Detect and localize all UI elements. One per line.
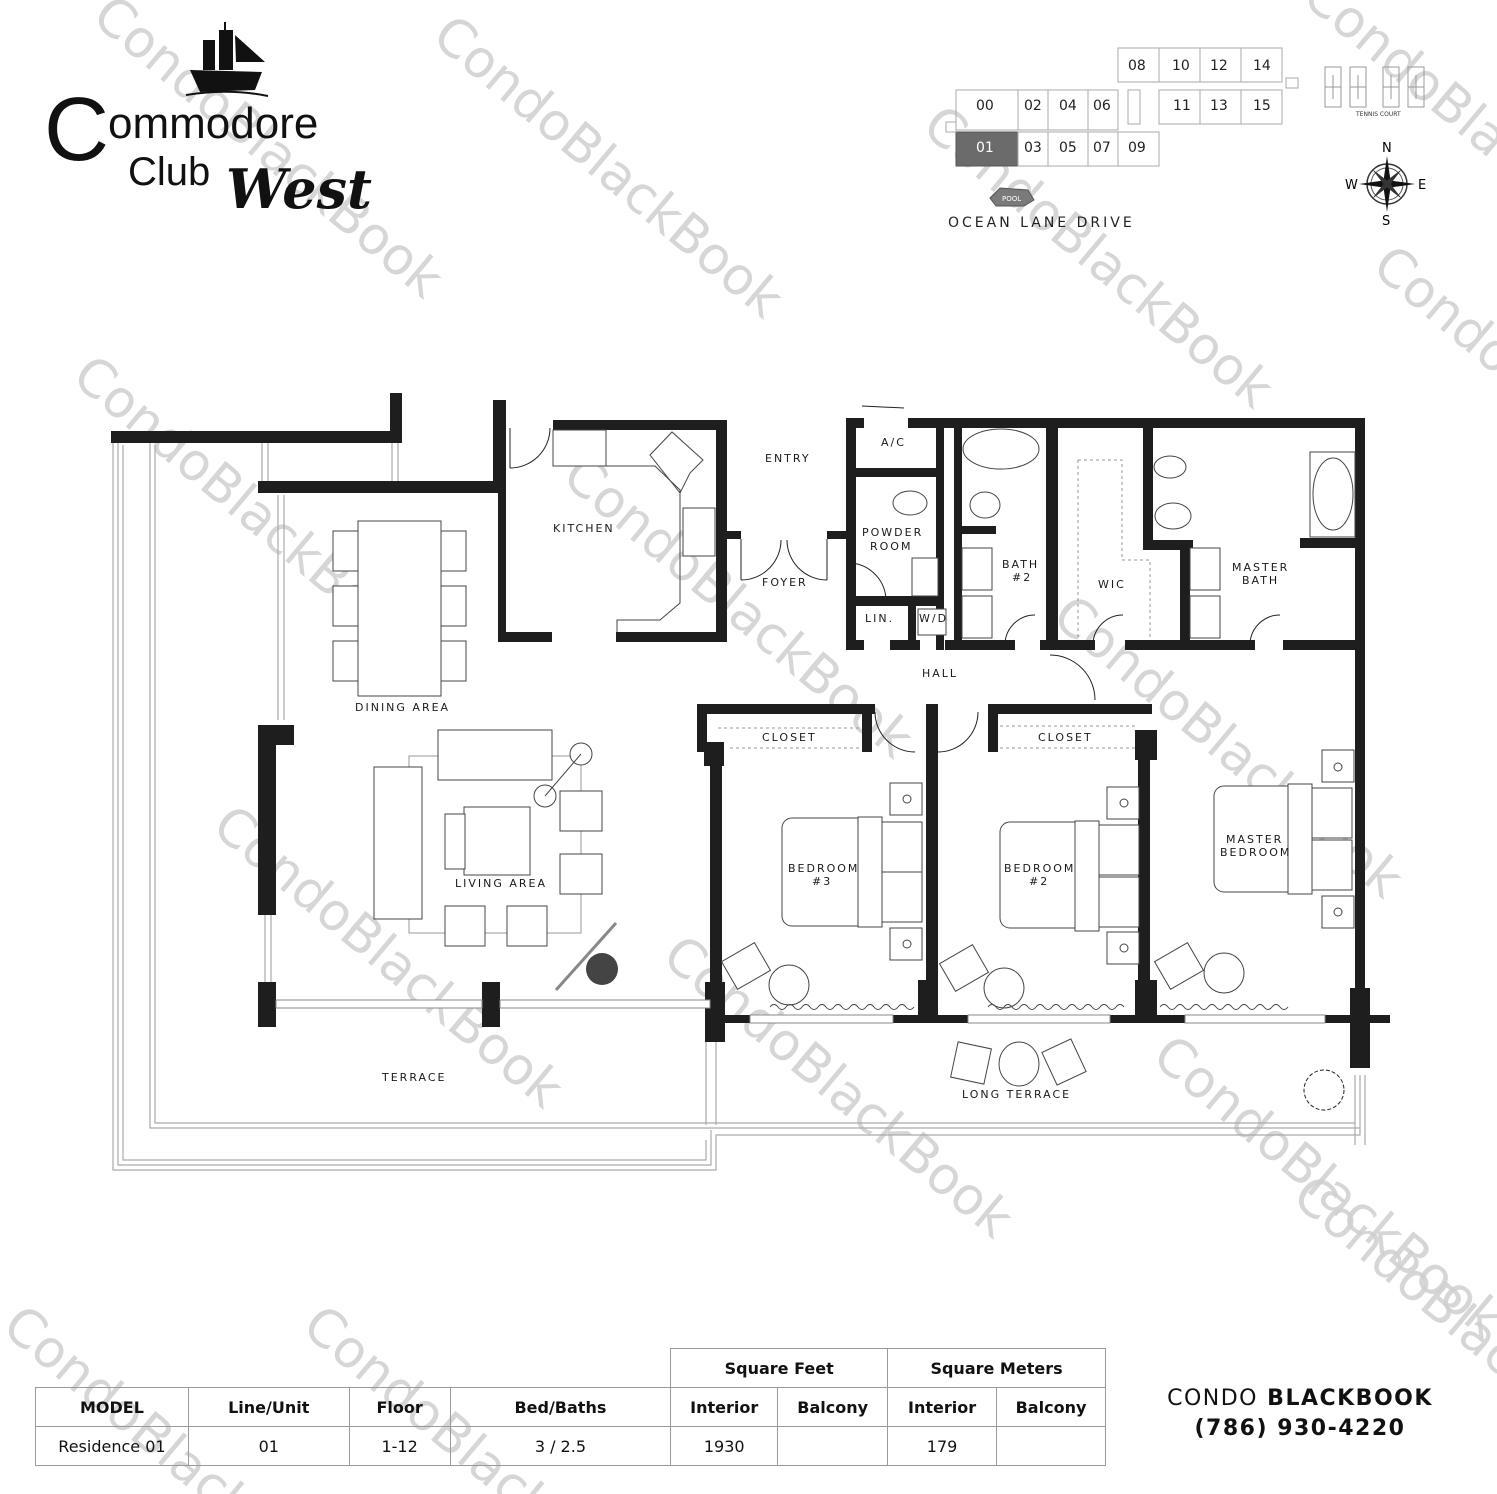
label-wd: W/D (919, 612, 948, 625)
ship-icon (185, 22, 269, 97)
cell-model: Residence 01 (35, 1426, 189, 1466)
header-sqft-interior: Interior (670, 1387, 779, 1427)
label-long-terrace: LONG TERRACE (962, 1088, 1071, 1101)
group-header-sqm: Square Meters (887, 1348, 1106, 1388)
doors (509, 405, 1281, 753)
header-sqm-balcony: Balcony (996, 1387, 1106, 1427)
cell-floor: 1-12 (348, 1426, 451, 1466)
svg-text:CondoBlackBook: CondoBlackBook (1362, 234, 1497, 560)
brand-name: CONDO BLACKBOOK (1120, 1384, 1480, 1414)
header-floor: Floor (348, 1387, 451, 1427)
label-powder-2: ROOM (870, 540, 912, 553)
label-closet-b: CLOSET (1038, 731, 1093, 744)
label-entry: ENTRY (765, 452, 811, 465)
svg-text:02: 02 (1024, 98, 1042, 114)
label-terrace: TERRACE (381, 1071, 446, 1084)
svg-text:N: N (1382, 141, 1392, 156)
label-wic: WIC (1098, 578, 1126, 591)
furniture (332, 428, 1356, 1111)
selected-unit-label: 01 (976, 140, 994, 156)
header-sqft-balcony: Balcony (777, 1387, 889, 1427)
label-lin: LIN. (865, 612, 894, 625)
svg-text:15: 15 (1253, 98, 1271, 114)
tennis-courts-icon (1324, 66, 1425, 108)
svg-text:03: 03 (1024, 140, 1042, 156)
cell-sqm-balcony (996, 1426, 1106, 1466)
header-line-unit: Line/Unit (187, 1387, 350, 1427)
terrace-railings (112, 440, 1366, 1171)
walls (111, 393, 1390, 1068)
svg-text:10: 10 (1172, 58, 1190, 74)
label-bedroom2-1: BEDROOM (1004, 862, 1075, 875)
logo-line2: Club (128, 150, 210, 194)
cell-sqft-interior: 1930 (670, 1426, 779, 1466)
dining-table (357, 520, 442, 697)
label-bedroom2-2: #2 (1029, 875, 1049, 888)
label-hall: HALL (922, 667, 958, 680)
table-row: Residence 01 01 1-12 3 / 2.5 1930 179 (35, 1426, 1106, 1466)
svg-text:E: E (1418, 178, 1426, 193)
windows (275, 999, 1326, 1024)
brand-phone[interactable]: (786) 930-4220 (1194, 1416, 1406, 1441)
cell-sqft-balcony (777, 1426, 889, 1466)
label-ac: A/C (881, 436, 906, 449)
svg-text:04: 04 (1059, 98, 1077, 114)
label-powder-1: POWDER (862, 526, 923, 539)
label-bath2-2: #2 (1012, 571, 1032, 584)
street-label: OCEAN LANE DRIVE (948, 215, 1135, 231)
label-mbath-2: BATH (1242, 574, 1279, 587)
logo-big-c: C (44, 80, 109, 180)
svg-text:11: 11 (1173, 98, 1191, 114)
svg-text:CondoBlackBook: CondoBlackBook (422, 4, 795, 330)
cell-sqm-interior: 179 (887, 1426, 997, 1466)
pool-label: POOL (1002, 195, 1021, 203)
logo-script: West (226, 157, 372, 221)
key-plan (945, 47, 1299, 207)
label-mbed-1: MASTER (1226, 833, 1283, 846)
group-header-sqft: Square Feet (670, 1348, 889, 1388)
label-mbed-2: BEDROOM (1220, 846, 1291, 859)
label-bedroom3-2: #3 (812, 875, 832, 888)
logo: C ommodore Club West (44, 22, 372, 221)
label-kitchen: KITCHEN (553, 522, 615, 535)
cell-bedbath: 3 / 2.5 (449, 1426, 672, 1466)
logo-line1: ommodore (108, 99, 318, 148)
label-bedroom3-1: BEDROOM (788, 862, 859, 875)
label-closet-a: CLOSET (762, 731, 817, 744)
svg-text:W: W (1345, 178, 1358, 193)
label-living: LIVING AREA (455, 877, 547, 890)
svg-text:07: 07 (1093, 140, 1111, 156)
svg-text:08: 08 (1128, 58, 1146, 74)
label-bath2-1: BATH (1002, 558, 1039, 571)
svg-text:05: 05 (1059, 140, 1077, 156)
header-bed-baths: Bed/Baths (449, 1387, 672, 1427)
brand-name-a: CONDO (1167, 1386, 1258, 1411)
label-foyer: FOYER (762, 576, 808, 589)
svg-text:14: 14 (1253, 58, 1271, 74)
svg-text:13: 13 (1210, 98, 1228, 114)
room-labels: ENTRY KITCHEN A/C POWDER ROOM FOYER LIN.… (355, 436, 1291, 1101)
svg-text:06: 06 (1093, 98, 1111, 114)
brand-block: CONDO BLACKBOOK (786) 930-4220 (1120, 1384, 1480, 1444)
svg-text:12: 12 (1210, 58, 1228, 74)
svg-text:S: S (1382, 214, 1390, 229)
label-mbath-1: MASTER (1232, 561, 1289, 574)
compass-rose-icon: N S E W (1345, 141, 1426, 229)
key-plan-labels: 00 02 04 06 11 13 15 08 10 12 14 01 03 0… (948, 58, 1271, 231)
closet-rods (718, 459, 1151, 749)
spec-table: Square Feet Square Meters MODEL Line/Uni… (35, 1348, 1106, 1466)
header-sqm-interior: Interior (887, 1387, 997, 1427)
cell-line: 01 (187, 1426, 350, 1466)
header-model: MODEL (35, 1387, 189, 1427)
label-dining: DINING AREA (355, 701, 450, 714)
svg-text:00: 00 (976, 98, 994, 114)
brand-name-b: BLACKBOOK (1267, 1386, 1433, 1411)
tennis-court-label: TENNIS COURT (1355, 111, 1401, 118)
svg-text:09: 09 (1128, 140, 1146, 156)
